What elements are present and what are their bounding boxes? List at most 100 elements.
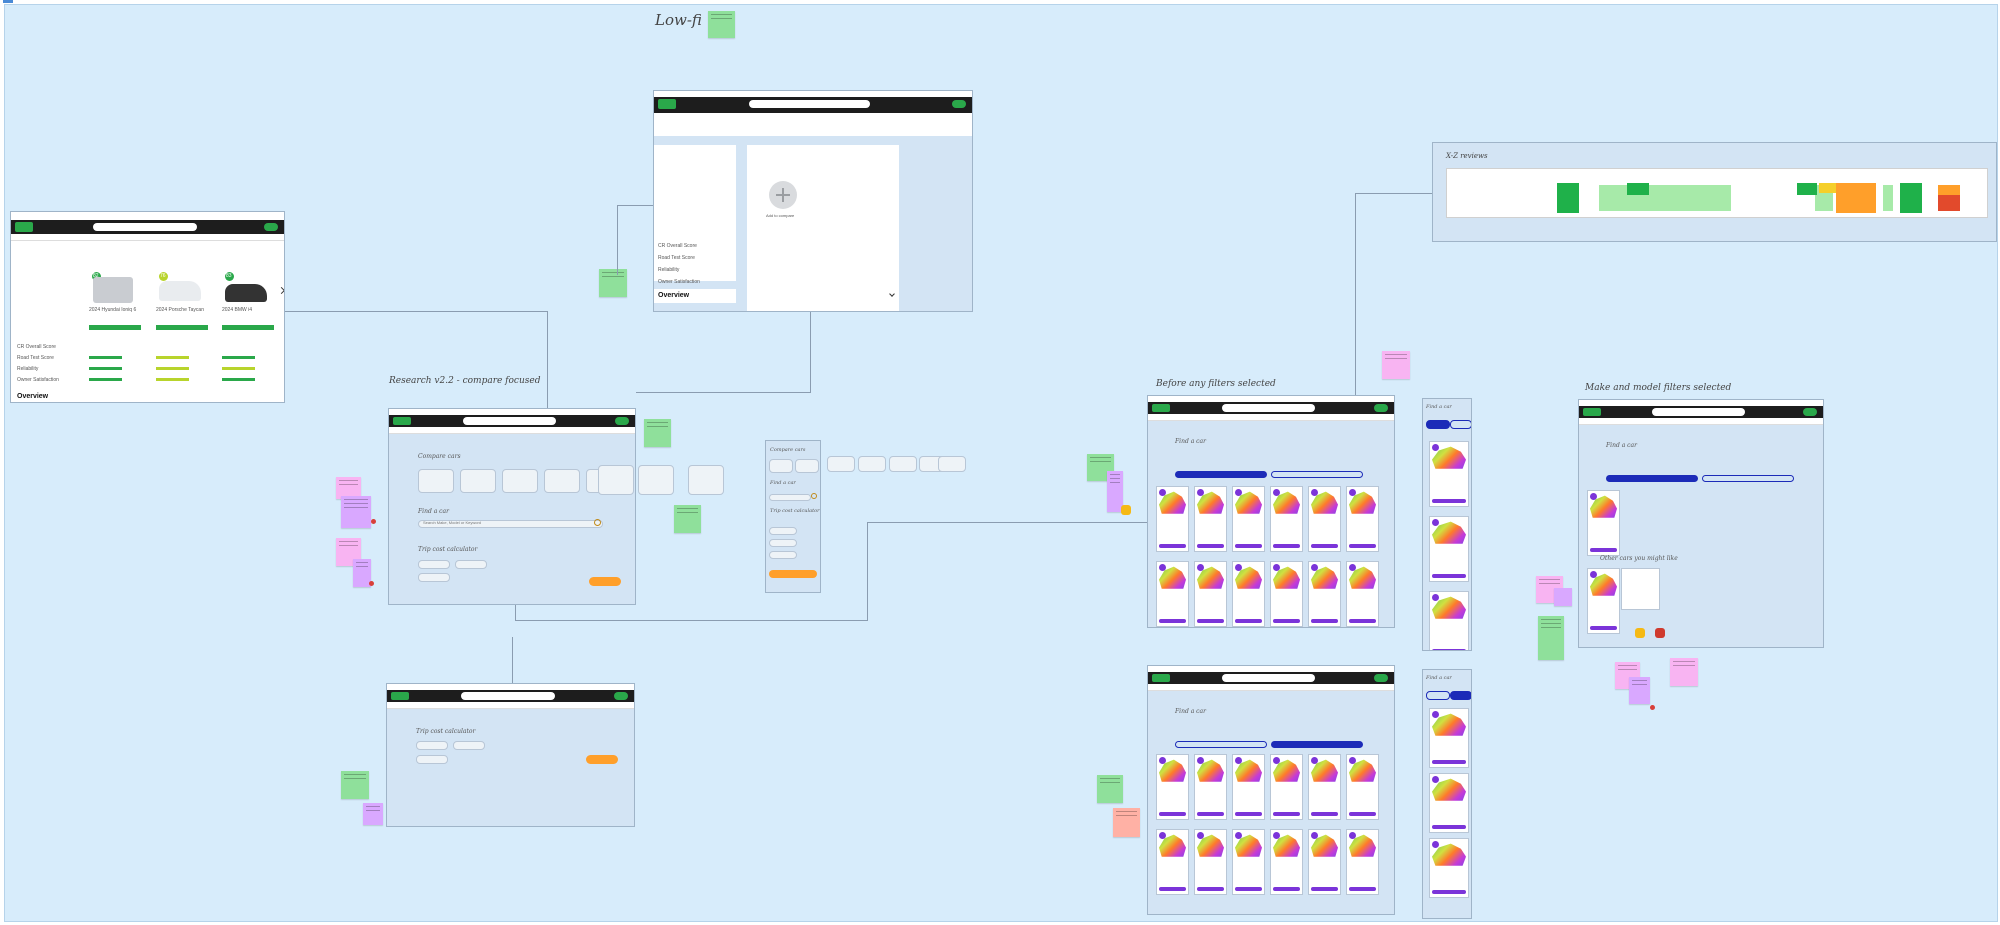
compare-button[interactable]: [1349, 544, 1376, 548]
mobile-find-frame[interactable]: Find a car: [1422, 398, 1472, 651]
compare-slot[interactable]: [858, 456, 886, 472]
compare-page-center[interactable]: Add to compare CR Overall Score Road Tes…: [653, 90, 973, 312]
compare-button[interactable]: [1159, 544, 1186, 548]
car-card[interactable]: [1346, 754, 1379, 820]
car-card[interactable]: [1194, 486, 1227, 552]
compare-slot[interactable]: [827, 456, 855, 472]
compare-button[interactable]: [1273, 619, 1300, 623]
car-card[interactable]: [1346, 486, 1379, 552]
car-card[interactable]: [1587, 490, 1620, 556]
tab-used[interactable]: [1271, 741, 1363, 748]
pricing-button[interactable]: [89, 325, 141, 330]
compare-slot[interactable]: [544, 469, 580, 493]
sticky-note[interactable]: [599, 269, 627, 297]
compare-button[interactable]: [1235, 544, 1262, 548]
calc-frame[interactable]: Trip cost calculator: [386, 683, 635, 827]
calculate-button[interactable]: [586, 755, 618, 764]
whiteboard-canvas[interactable]: Low-fi 82 2024 Hyundai Ioniq 6 76 2024 P…: [4, 4, 1998, 922]
sticky-note[interactable]: [341, 496, 371, 528]
compare-button[interactable]: [1349, 812, 1376, 816]
tab-new[interactable]: [1175, 471, 1267, 478]
car-card[interactable]: [1308, 829, 1341, 895]
sticky-note[interactable]: [341, 771, 369, 799]
compare-button[interactable]: [1349, 619, 1376, 623]
car-card[interactable]: [1346, 829, 1379, 895]
car-card[interactable]: [1429, 838, 1469, 898]
car-card[interactable]: [1308, 754, 1341, 820]
compare-slot[interactable]: [418, 469, 454, 493]
compare-button[interactable]: [1432, 760, 1466, 764]
compare-button[interactable]: [1311, 887, 1338, 891]
compare-button[interactable]: [1432, 499, 1466, 503]
search-input[interactable]: [418, 520, 603, 528]
compare-page-left[interactable]: 82 2024 Hyundai Ioniq 6 76 2024 Porsche …: [10, 211, 285, 403]
compare-button[interactable]: [1311, 812, 1338, 816]
sticky-note[interactable]: [1113, 808, 1140, 837]
overview-label[interactable]: Overview: [17, 393, 49, 400]
sticky-note[interactable]: [708, 11, 735, 38]
car-card[interactable]: [1270, 561, 1303, 627]
compare-button[interactable]: [1235, 812, 1262, 816]
compare-button[interactable]: [1197, 619, 1224, 623]
search-input[interactable]: [769, 494, 811, 501]
car-card[interactable]: [1429, 708, 1469, 768]
sticky-note[interactable]: [1629, 677, 1650, 704]
sticky-note[interactable]: [1538, 616, 1564, 660]
sticky-note[interactable]: [674, 505, 701, 533]
chevron-right-icon[interactable]: [277, 286, 284, 295]
car-card[interactable]: [1429, 773, 1469, 833]
compare-slot[interactable]: [460, 469, 496, 493]
compare-button[interactable]: [1273, 812, 1300, 816]
car-card[interactable]: [1194, 561, 1227, 627]
sticky-note[interactable]: [1097, 775, 1123, 803]
compare-slot[interactable]: [638, 465, 674, 495]
car-card[interactable]: [1429, 591, 1469, 650]
sticky-note[interactable]: [644, 419, 671, 447]
compare-button[interactable]: [1273, 887, 1300, 891]
car-card[interactable]: [1346, 561, 1379, 627]
sticky-note[interactable]: [1107, 471, 1123, 512]
car-card[interactable]: [1232, 754, 1265, 820]
sticky-note[interactable]: [363, 803, 383, 825]
sticky-note[interactable]: [336, 477, 361, 499]
tab-used[interactable]: [1271, 471, 1363, 478]
compare-slot[interactable]: [938, 456, 966, 472]
compare-button[interactable]: [1235, 887, 1262, 891]
car-card[interactable]: [1232, 829, 1265, 895]
compare-button[interactable]: [1432, 890, 1466, 894]
car-card[interactable]: [1232, 486, 1265, 552]
car-card[interactable]: [1156, 561, 1189, 627]
compare-button[interactable]: [1235, 619, 1262, 623]
tab-new[interactable]: [1175, 741, 1267, 748]
compare-slot[interactable]: [598, 465, 634, 495]
car-card[interactable]: [1156, 754, 1189, 820]
car-card[interactable]: [1308, 486, 1341, 552]
car-card[interactable]: [1270, 754, 1303, 820]
before-filters-frame[interactable]: Find a car: [1147, 395, 1395, 628]
overview-label[interactable]: Overview: [658, 292, 690, 299]
compare-slot[interactable]: [502, 469, 538, 493]
car-card[interactable]: [1156, 829, 1189, 895]
compare-button[interactable]: [1311, 544, 1338, 548]
compare-button[interactable]: [1197, 887, 1224, 891]
car-card[interactable]: [1194, 754, 1227, 820]
compare-button[interactable]: [1159, 619, 1186, 623]
car-card[interactable]: [1156, 486, 1189, 552]
compare-button[interactable]: [1432, 825, 1466, 829]
search-icon[interactable]: [811, 493, 817, 499]
compare-button[interactable]: [1349, 887, 1376, 891]
find-frame-secondary[interactable]: Find a car: [1147, 665, 1395, 915]
car-card[interactable]: [1232, 561, 1265, 627]
car-card[interactable]: [1308, 561, 1341, 627]
car-card[interactable]: [1270, 486, 1303, 552]
make-model-frame[interactable]: Find a car Other cars you might like: [1578, 399, 1824, 648]
compare-button[interactable]: [1197, 544, 1224, 548]
research-frame[interactable]: Compare cars Find a car Search Make, Mod…: [388, 408, 636, 605]
compare-slot[interactable]: [688, 465, 724, 495]
pricing-button[interactable]: [156, 325, 208, 330]
calculate-button[interactable]: [769, 570, 817, 578]
sticky-note[interactable]: [1382, 351, 1410, 379]
sticky-note[interactable]: [1615, 662, 1640, 689]
pricing-button[interactable]: [222, 325, 274, 330]
sticky-note[interactable]: [1554, 588, 1572, 606]
